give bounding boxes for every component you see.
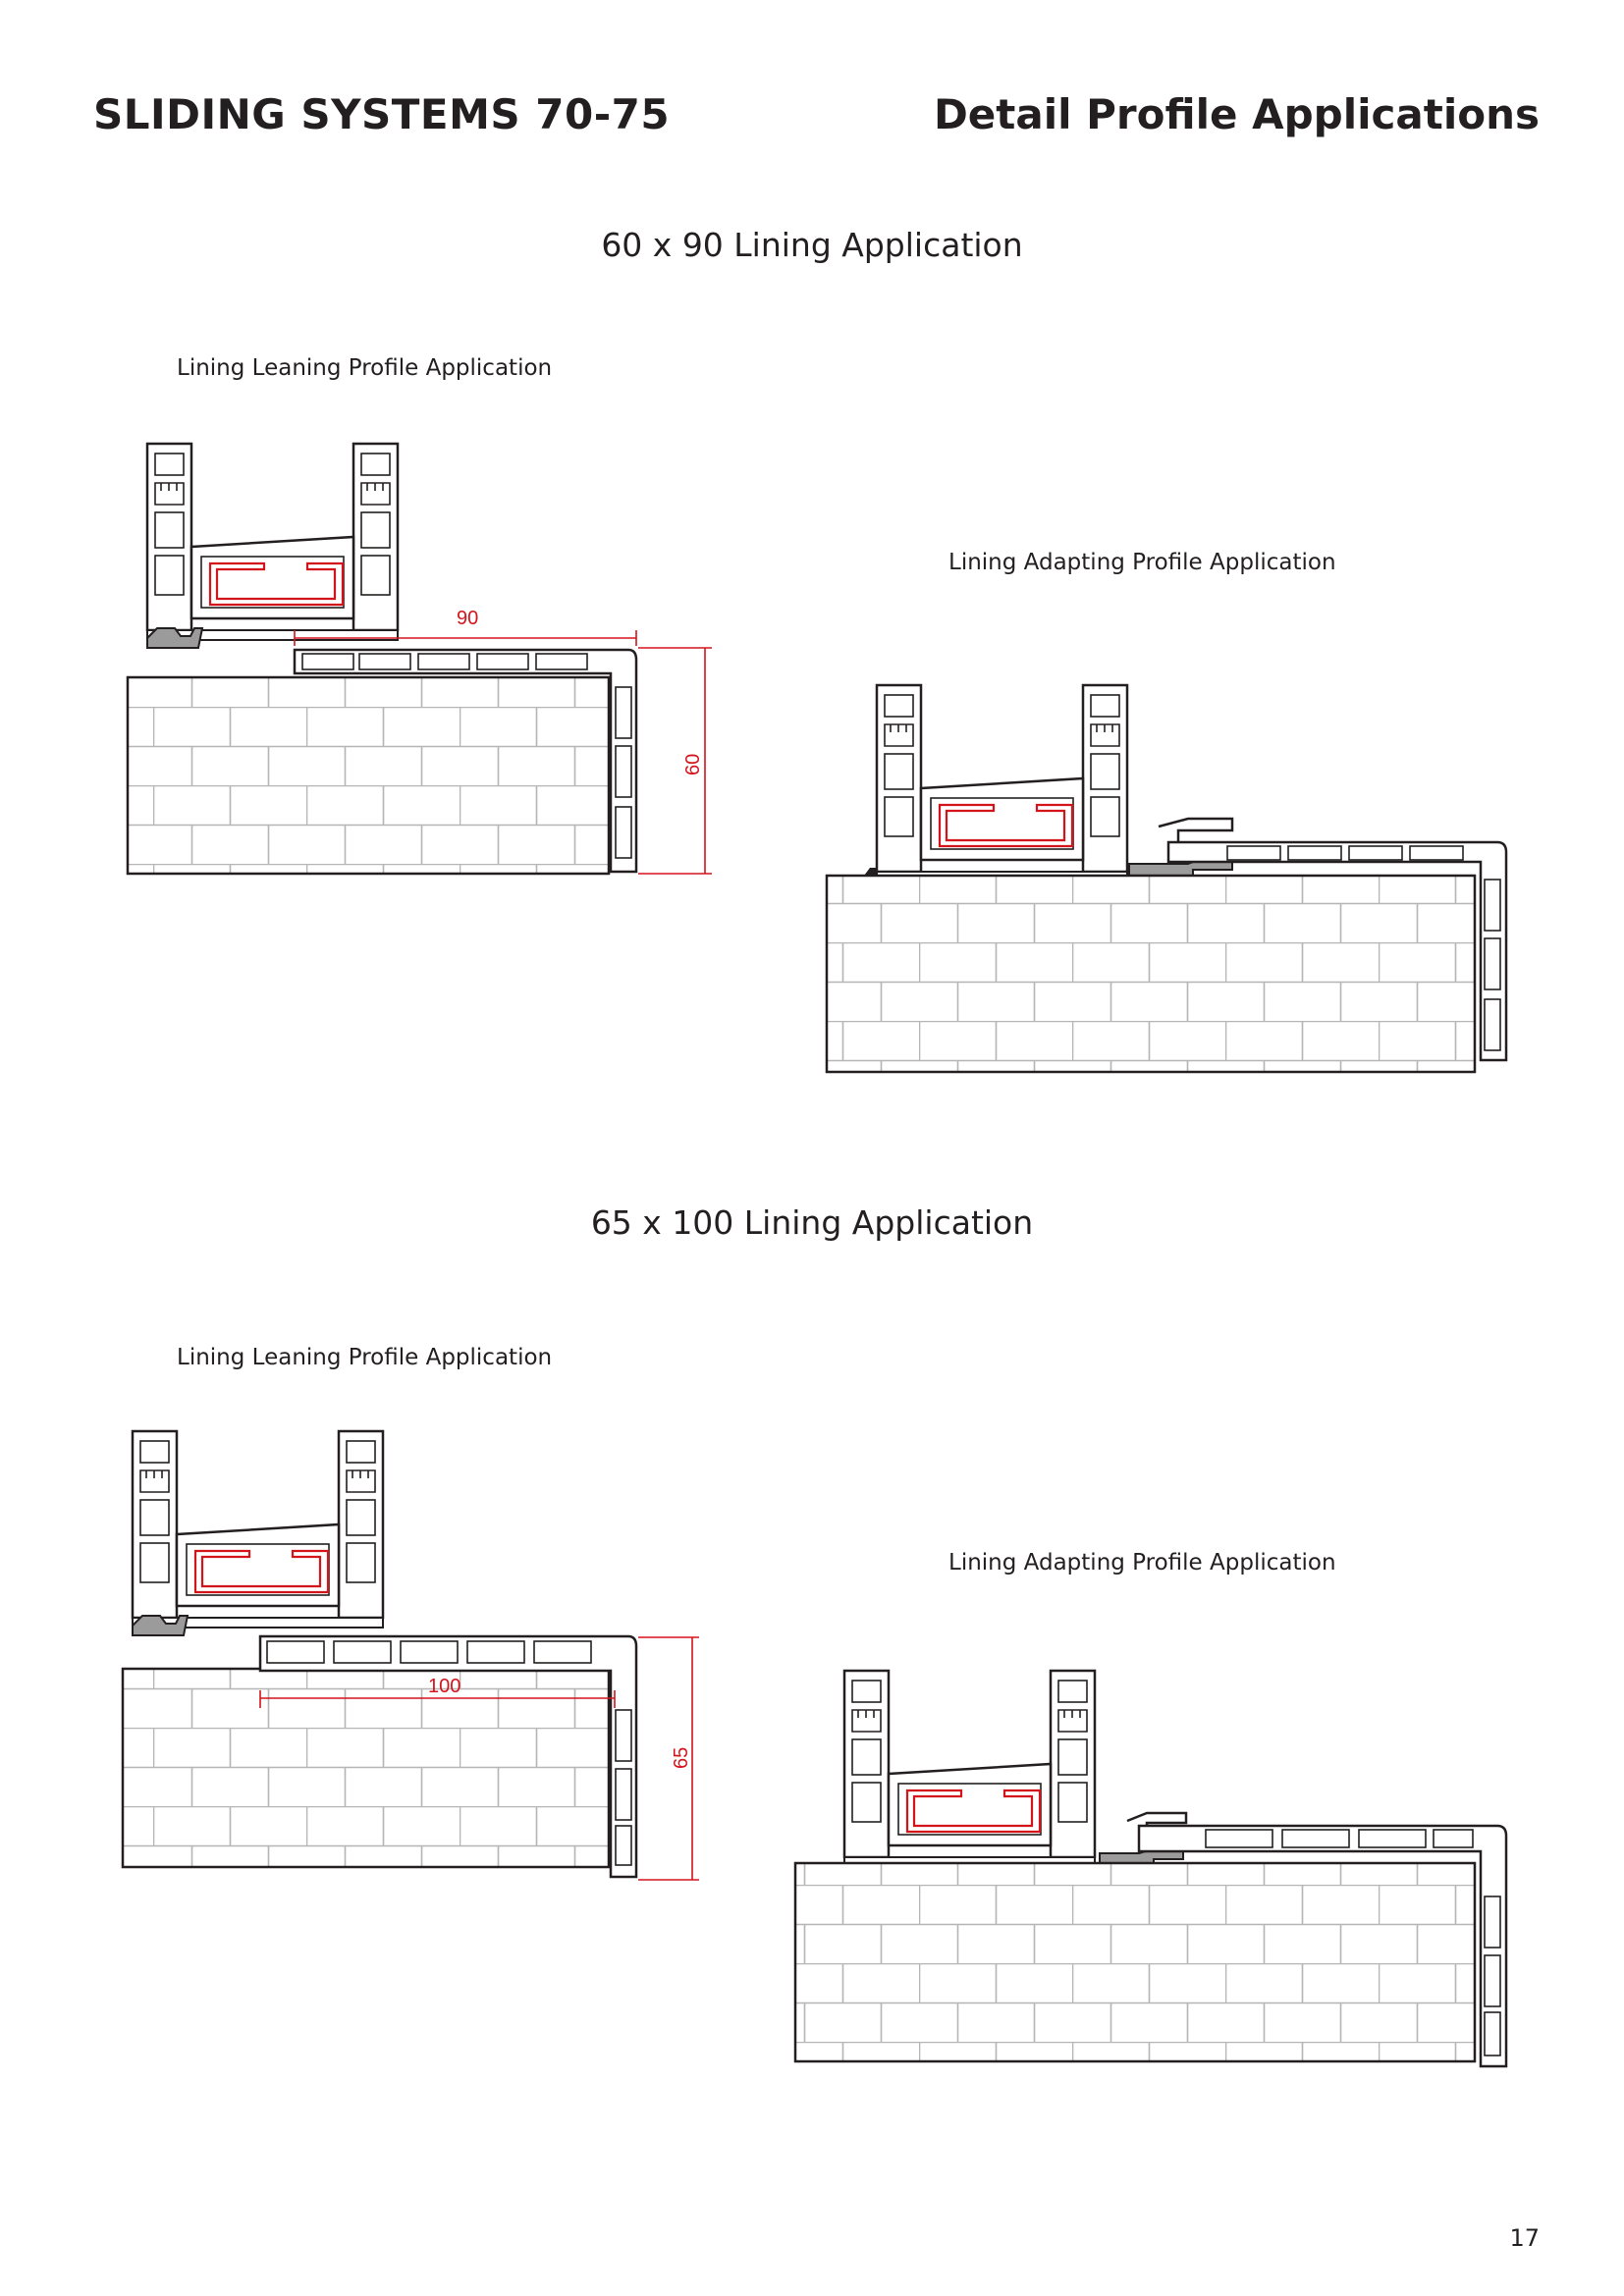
adapting-label-60x90: Lining Adapting Profile Application <box>948 550 1336 575</box>
drawing-60x90-leaning: 90 60 <box>126 442 712 876</box>
leaning-label-65x100: Lining Leaning Profile Application <box>177 1345 553 1370</box>
adapting-label-65x100: Lining Adapting Profile Application <box>948 1550 1336 1575</box>
dim-height-65x100: 65 <box>671 1747 692 1769</box>
dim-width-60x90: 90 <box>457 608 478 629</box>
drawing-65x100-adapting <box>793 1669 1508 2068</box>
document-title: SLIDING SYSTEMS 70-75 <box>93 90 671 138</box>
dim-height-60x90: 60 <box>682 754 704 775</box>
leaning-label-60x90: Lining Leaning Profile Application <box>177 355 553 381</box>
page-number: 17 <box>1509 2224 1540 2252</box>
drawing-65x100-leaning: 100 65 <box>121 1429 699 1881</box>
dim-width-65x100: 100 <box>428 1676 460 1697</box>
section-heading: Detail Profile Applications <box>933 90 1540 138</box>
section-title-60x90: 60 x 90 Lining Application <box>601 226 1023 264</box>
drawing-60x90-adapting <box>825 683 1508 1074</box>
section-title-65x100: 65 x 100 Lining Application <box>590 1203 1034 1242</box>
